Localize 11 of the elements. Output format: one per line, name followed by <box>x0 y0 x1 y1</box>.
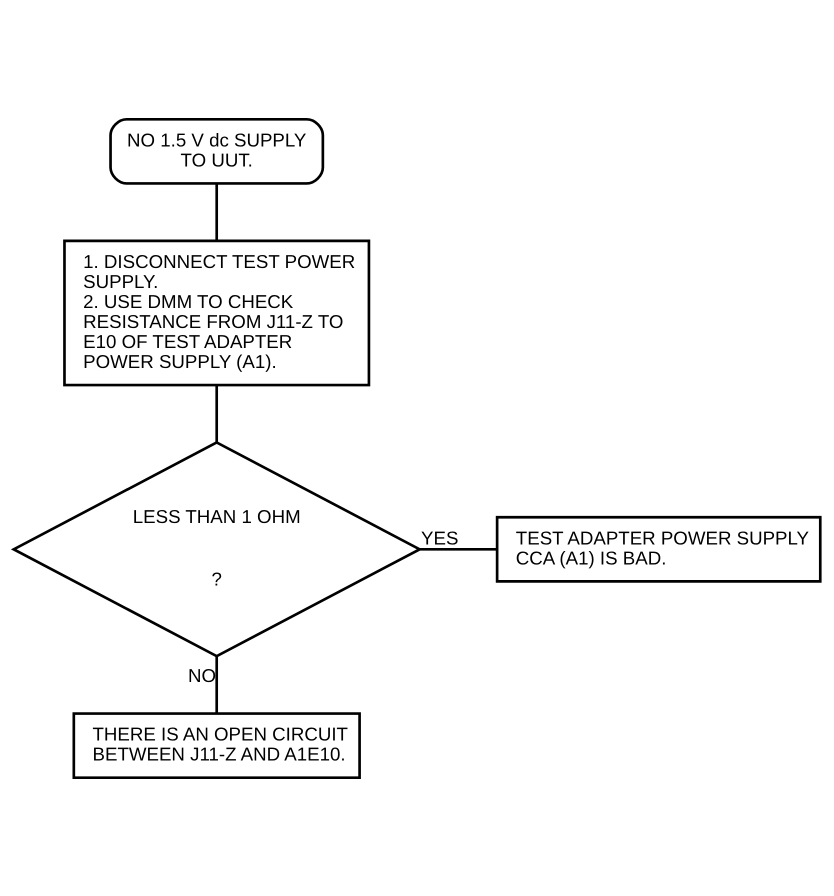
edge-label: NO <box>188 664 216 686</box>
node-box: THERE IS AN OPEN CIRCUIT BETWEEN J11-Z AND A1E10. <box>72 712 361 778</box>
connector <box>215 385 218 442</box>
edge-label: YES <box>421 526 458 548</box>
node-box: TEST ADAPTER POWER SUPPLY CCA (A1) IS BAD. <box>496 515 822 582</box>
node-box: NO 1.5 V dc SUPPLY TO UUT. <box>109 118 324 184</box>
connector <box>215 183 218 240</box>
node-diamond: LESS THAN 1 OHM ? <box>10 440 423 658</box>
connector <box>420 547 497 550</box>
connector <box>215 656 218 713</box>
node-box: 1. DISCONNECT TEST POWER SUPPLY. 2. USE DMM TO CHECK RESISTANCE FROM J11-Z TO E10 OF TEST ADAPTER POWER SUPPLY (A1). <box>63 239 370 386</box>
